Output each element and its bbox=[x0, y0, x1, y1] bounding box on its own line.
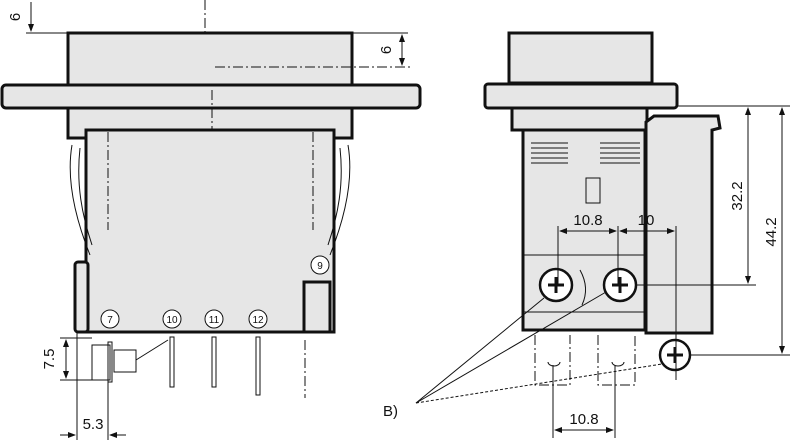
terminal-block-right bbox=[302, 280, 332, 334]
terminal-9: 9 bbox=[317, 261, 323, 272]
side-actuator-cap bbox=[507, 31, 654, 85]
terminal-screws bbox=[538, 267, 692, 372]
pin-7-connector bbox=[91, 344, 111, 381]
dim-10-8-bottom: 10.8 bbox=[569, 411, 598, 428]
bottom-terminals-hidden bbox=[534, 335, 636, 386]
aux-contact-block bbox=[644, 114, 722, 335]
terminal-7: 7 bbox=[107, 315, 113, 326]
dim-5-3: 5.3 bbox=[83, 416, 104, 433]
side-clip-left bbox=[73, 260, 90, 334]
switch-housing bbox=[84, 128, 336, 334]
front-view: 7 10 11 12 9 6 6 7.5 5.3 bbox=[0, 0, 422, 440]
front-dimensions: 6 6 7.5 5.3 bbox=[7, 2, 408, 440]
side-flange bbox=[483, 82, 679, 110]
side-dimensions: 10.8 10 32.2 44.2 10.8 bbox=[552, 105, 790, 438]
dim-10: 10 bbox=[638, 212, 655, 229]
spring-clips bbox=[69, 144, 351, 256]
dim-6-top: 6 bbox=[7, 13, 24, 21]
actuator-cap bbox=[66, 31, 354, 87]
terminal-labels: 7 10 11 12 9 bbox=[100, 255, 330, 329]
housing-ribs bbox=[523, 142, 645, 313]
dim-10-8-top: 10.8 bbox=[573, 212, 602, 229]
side-view: 10.8 10 32.2 44.2 10.8 B) bbox=[383, 31, 790, 438]
terminal-11: 11 bbox=[209, 315, 220, 326]
terminal-12: 12 bbox=[252, 315, 264, 326]
dim-32-2: 32.2 bbox=[729, 181, 746, 210]
mounting-flange bbox=[0, 83, 422, 110]
dim-6-center: 6 bbox=[378, 46, 395, 54]
terminal-10: 10 bbox=[166, 315, 178, 326]
callout-b-label: B) bbox=[383, 403, 398, 420]
pins bbox=[91, 336, 306, 398]
side-collar bbox=[510, 106, 649, 132]
callout-b: B) bbox=[383, 291, 663, 420]
dim-7-5: 7.5 bbox=[41, 349, 58, 370]
dim-44-2: 44.2 bbox=[763, 217, 780, 246]
